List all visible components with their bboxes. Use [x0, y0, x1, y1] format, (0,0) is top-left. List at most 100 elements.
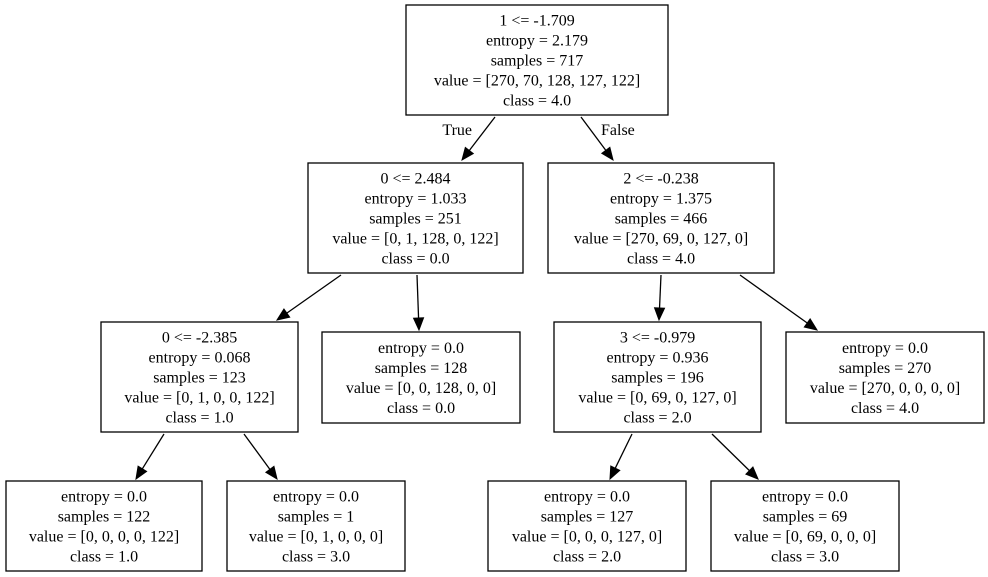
tree-node: entropy = 0.0 samples = 69 value = [0, 69,…: [710, 480, 900, 572]
tree-node: entropy = 0.0 samples = 1 value = [0, 1, 0…: [226, 480, 406, 572]
node-line: samples = 127: [541, 509, 634, 526]
node-box: [785, 331, 985, 424]
edge-n1-n4: [412, 274, 425, 332]
edge-line: [416, 274, 420, 319]
node-line: class = 4.0: [851, 400, 919, 417]
node-line: samples = 69: [763, 509, 848, 526]
node-line: entropy = 1.033: [365, 191, 467, 208]
edge-n2-n6: [739, 274, 819, 331]
node-line: value = [0, 1, 0, 0, 0]: [249, 529, 383, 546]
arrowhead-icon: [264, 465, 278, 481]
tree-node: 0 <= -2.385 entropy = 0.068 samples = 123 v…: [100, 321, 299, 433]
edge-line: [614, 433, 633, 469]
node-line: samples = 251: [369, 211, 462, 228]
node-line: samples = 1: [278, 509, 355, 526]
node-line: value = [270, 0, 0, 0, 0]: [810, 380, 960, 397]
edge-label: False: [601, 122, 635, 139]
node-line: class = 0.0: [381, 251, 449, 268]
tree-node: entropy = 0.0 samples = 127 value = [0, 0,…: [487, 480, 687, 572]
edge-n1-n3: [275, 274, 342, 321]
node-line: class = 4.0: [503, 93, 571, 110]
arrowhead-icon: [461, 146, 475, 162]
node-line: entropy = 0.068: [149, 350, 251, 367]
edge-n0-n1: True: [442, 116, 496, 162]
arrowhead-icon: [653, 307, 666, 322]
node-line: entropy = 0.0: [842, 340, 928, 357]
node-line: samples = 196: [611, 370, 704, 387]
edge-n3-n7: [135, 433, 165, 481]
node-line: value = [0, 0, 0, 0, 122]: [29, 529, 179, 546]
edge-line: [141, 433, 165, 470]
node-line: value = [0, 1, 128, 0, 122]: [332, 231, 498, 248]
node-line: value = [0, 69, 0, 0, 0]: [734, 529, 876, 546]
arrowhead-icon: [275, 308, 291, 321]
node-box: [100, 321, 299, 433]
node-line: class = 1.0: [165, 410, 233, 427]
node-line: 0 <= -2.385: [162, 330, 237, 347]
tree-node: 0 <= 2.484 entropy = 1.033 samples = 251 va…: [307, 162, 524, 274]
node-box: [487, 480, 687, 572]
arrowhead-icon: [745, 466, 759, 480]
arrowhead-icon: [803, 318, 819, 331]
node-line: samples = 270: [839, 360, 932, 377]
node-line: entropy = 2.179: [486, 33, 588, 50]
tree-node: entropy = 0.0 samples = 128 value = [0, 0,…: [321, 331, 521, 424]
node-line: value = [0, 69, 0, 127, 0]: [578, 390, 736, 407]
node-line: samples = 466: [615, 211, 708, 228]
edge-n3-n8: [243, 433, 278, 481]
node-box: [307, 162, 524, 274]
node-line: class = 0.0: [387, 400, 455, 417]
edge-line: [739, 274, 808, 324]
node-box: [226, 480, 406, 572]
node-box: [547, 162, 775, 274]
arrowhead-icon: [412, 317, 425, 332]
node-line: 2 <= -0.238: [623, 171, 698, 188]
edge-line: [658, 274, 662, 309]
node-line: class = 3.0: [282, 549, 350, 566]
node-line: value = [0, 0, 128, 0, 0]: [346, 380, 496, 397]
node-line: entropy = 0.0: [762, 489, 848, 506]
edge-n5-n9: [609, 433, 633, 481]
node-line: class = 3.0: [771, 549, 839, 566]
arrowhead-icon: [600, 146, 614, 162]
node-line: 0 <= 2.484: [380, 171, 450, 188]
edge-label: True: [442, 122, 472, 139]
node-box: [710, 480, 900, 572]
node-line: class = 1.0: [70, 549, 138, 566]
node-line: entropy = 0.936: [607, 350, 709, 367]
node-line: value = [0, 0, 0, 127, 0]: [512, 529, 662, 546]
edge-n0-n2: False: [580, 116, 635, 162]
tree-node: entropy = 0.0 samples = 122 value = [0, 0,…: [5, 480, 203, 572]
node-box: [405, 4, 669, 116]
node-line: samples = 717: [491, 53, 584, 70]
edge-line: [243, 433, 271, 470]
node-box: [553, 321, 762, 433]
node-line: value = [270, 69, 0, 127, 0]: [574, 231, 748, 248]
node-line: entropy = 0.0: [61, 489, 147, 506]
node-line: entropy = 0.0: [378, 340, 464, 357]
tree-node: entropy = 0.0 samples = 270 value = [270, …: [785, 331, 985, 424]
node-line: entropy = 0.0: [273, 489, 359, 506]
arrowhead-icon: [135, 465, 148, 481]
node-line: 1 <= -1.709: [499, 13, 574, 30]
node-line: class = 2.0: [623, 410, 691, 427]
node-line: 3 <= -0.979: [620, 330, 695, 347]
node-line: entropy = 1.375: [610, 191, 712, 208]
node-box: [5, 480, 203, 572]
node-box: [321, 331, 521, 424]
tree-node: 2 <= -0.238 entropy = 1.375 samples = 466 v…: [547, 162, 775, 274]
edge-line: [711, 433, 750, 472]
edge-line: [580, 116, 607, 151]
node-line: entropy = 0.0: [544, 489, 630, 506]
tree-node: 1 <= -1.709 entropy = 2.179 samples = 717 v…: [405, 4, 669, 116]
tree-node: 3 <= -0.979 entropy = 0.936 samples = 196 v…: [553, 321, 762, 433]
edge-n2-n5: [653, 274, 666, 322]
node-line: samples = 128: [375, 360, 468, 377]
node-line: value = [0, 1, 0, 0, 122]: [124, 390, 274, 407]
node-line: class = 2.0: [553, 549, 621, 566]
node-line: samples = 122: [58, 509, 151, 526]
node-line: value = [270, 70, 128, 127, 122]: [434, 73, 640, 90]
node-line: samples = 123: [153, 370, 246, 387]
edge-n5-n10: [711, 433, 759, 480]
